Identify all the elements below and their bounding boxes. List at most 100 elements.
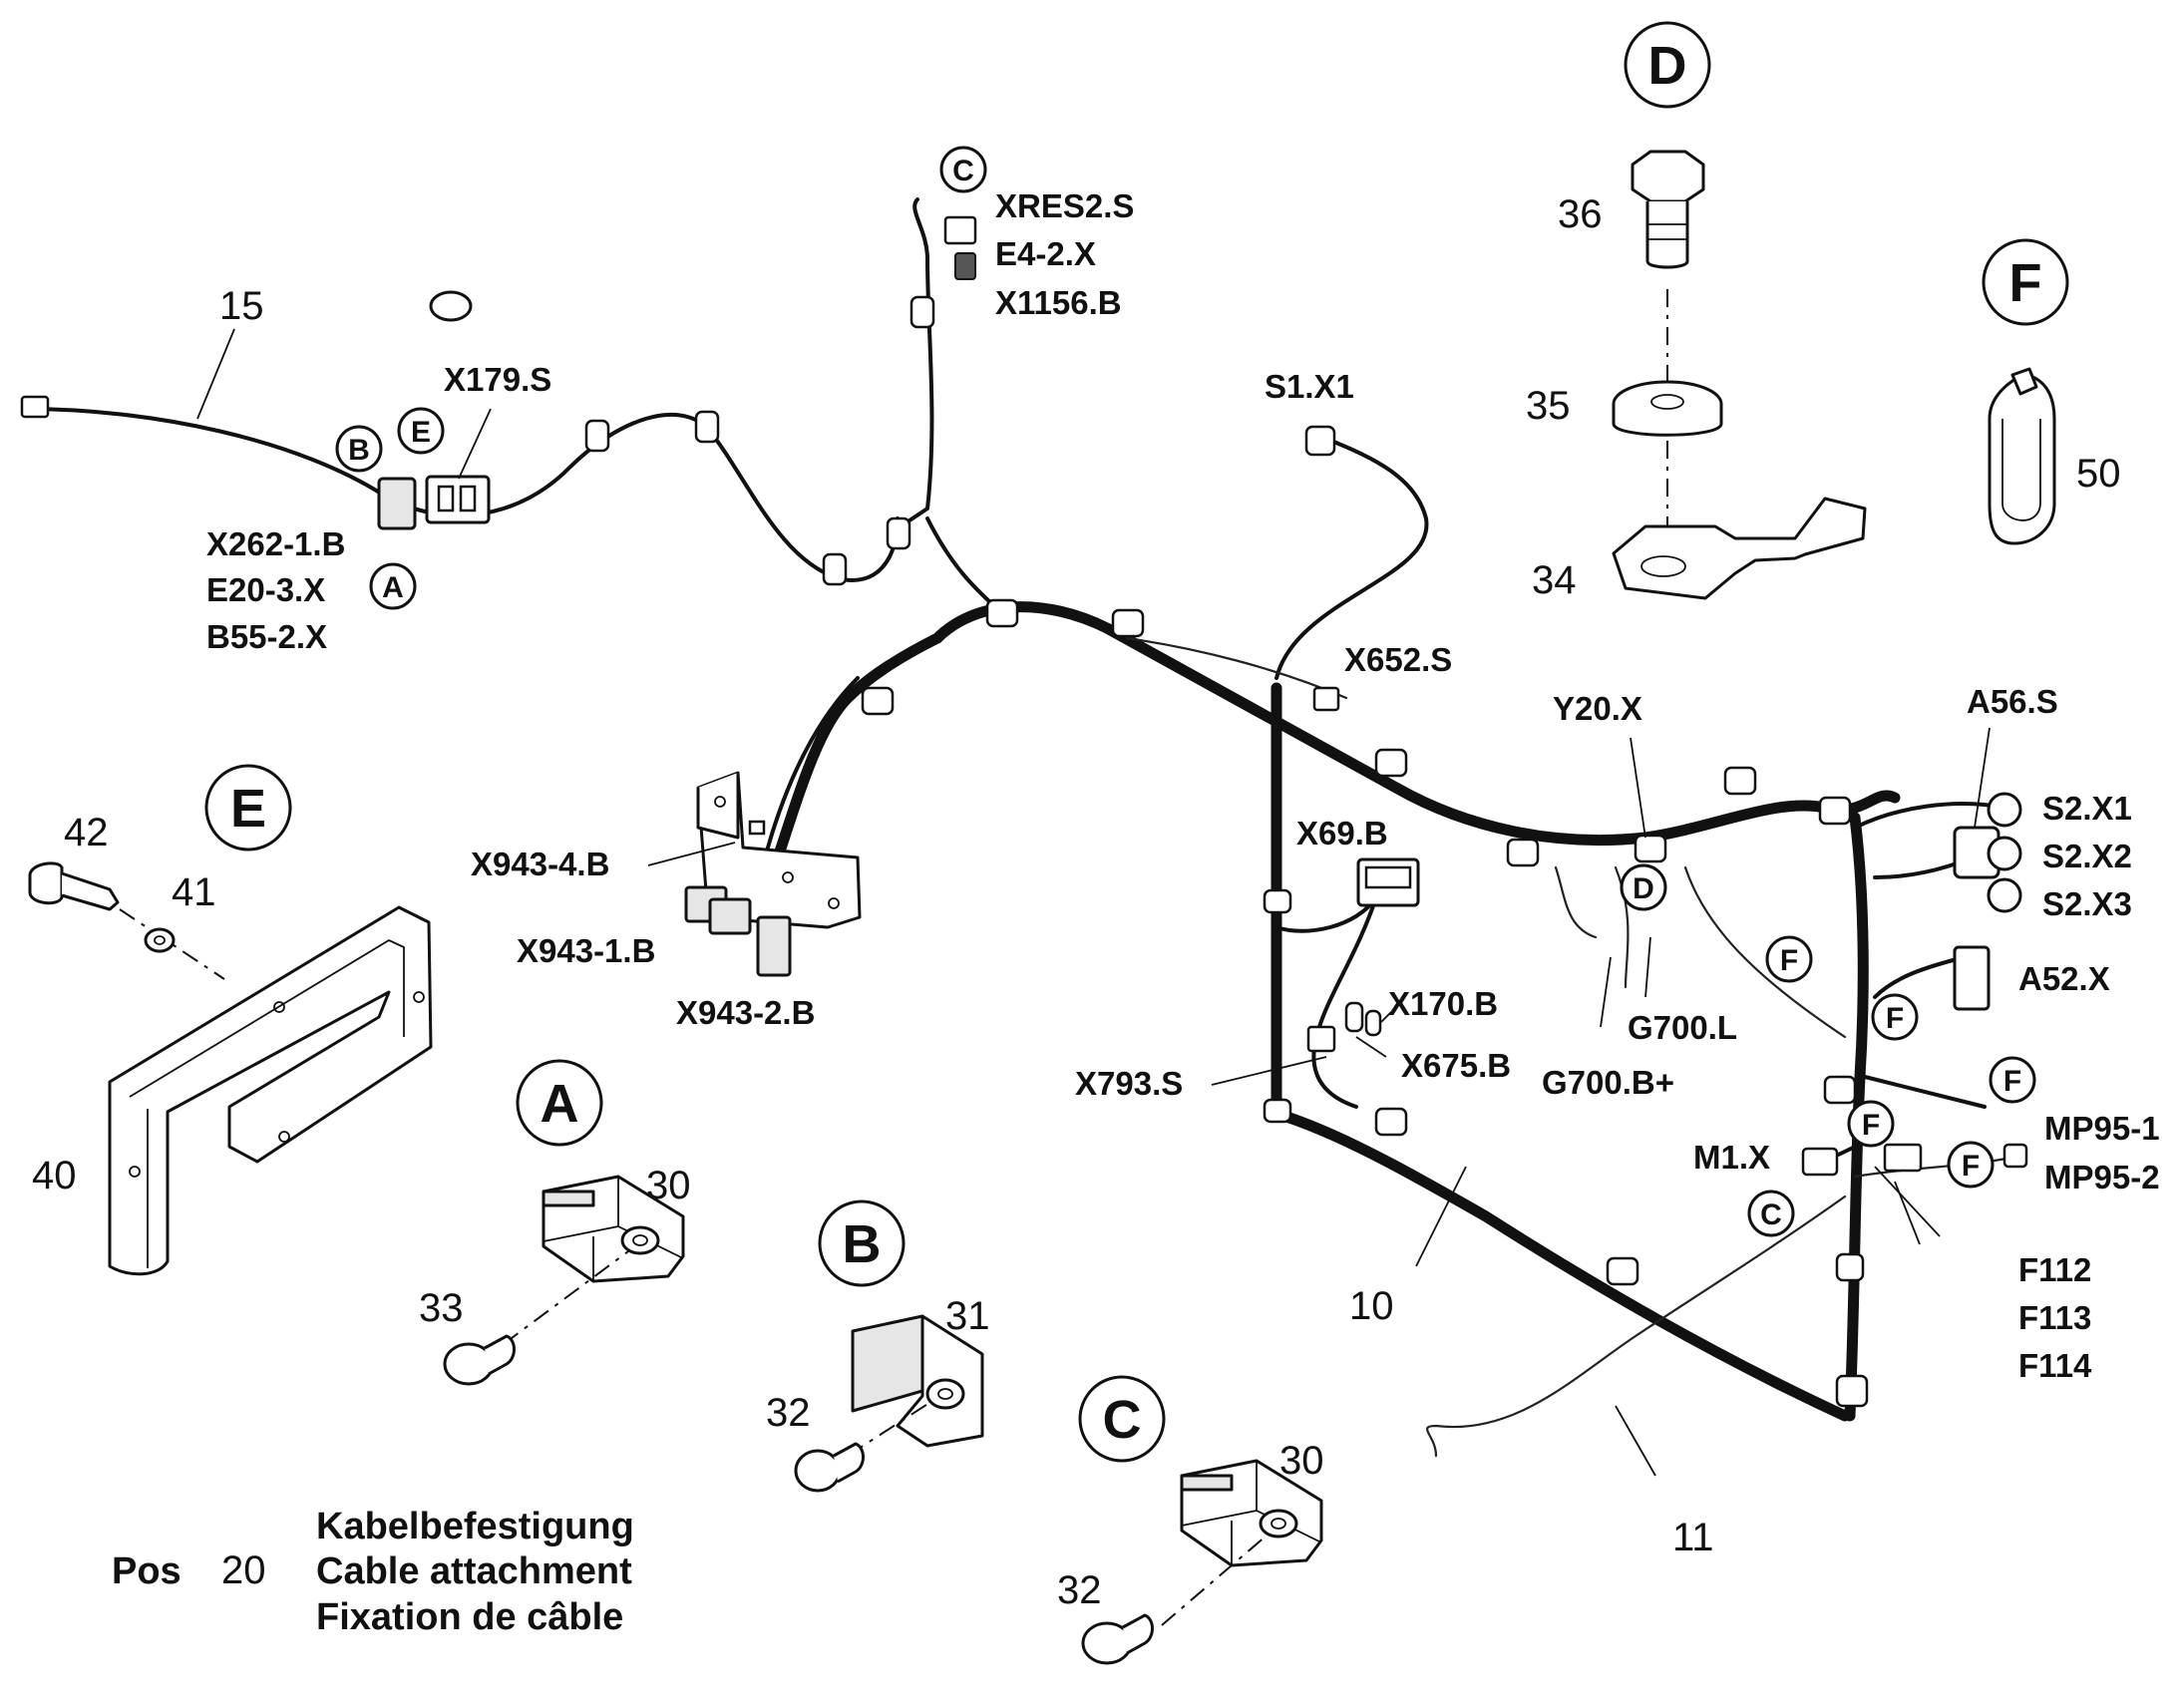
- marker-f-5: F: [1947, 1141, 1995, 1189]
- note-line-en: Cable attachment: [316, 1550, 632, 1592]
- detail-headers: D F E A B C: [204, 21, 2069, 1463]
- pos-31: 31: [945, 1294, 990, 1338]
- label-x179: X179.S: [444, 361, 551, 398]
- pos-10: 10: [1349, 1284, 1394, 1328]
- note-line-fr: Fixation de câble: [316, 1596, 623, 1638]
- svg-text:D: D: [1648, 36, 1687, 96]
- pos-32-b: 32: [766, 1391, 811, 1435]
- svg-text:F: F: [2009, 253, 2042, 313]
- svg-text:F: F: [1962, 1150, 1980, 1183]
- svg-text:A: A: [541, 1074, 579, 1134]
- connector-bodies: [20, 215, 2028, 1177]
- position-note: Pos 20 Kabelbefestigung Cable attachment…: [112, 1506, 634, 1638]
- label-x943-4: X943-4.B: [471, 846, 609, 882]
- pos-35: 35: [1526, 384, 1571, 428]
- detail-header-b: B: [818, 1199, 906, 1287]
- label-x69: X69.B: [1296, 815, 1388, 852]
- pos-33: 33: [419, 1286, 464, 1330]
- pos-30-a: 30: [646, 1164, 691, 1207]
- detail-b-parts: [794, 1314, 984, 1493]
- marker-f-4: F: [1847, 1100, 1895, 1148]
- label-x943-2: X943-2.B: [676, 994, 815, 1031]
- label-mp95-2: MP95-2: [2044, 1159, 2160, 1196]
- detail-header-c: C: [1078, 1375, 1166, 1463]
- label-mp95-1: MP95-1: [2044, 1110, 2160, 1147]
- pos-30-c: 30: [1279, 1439, 1324, 1483]
- svg-text:F: F: [1862, 1109, 1880, 1142]
- label-y20: Y20.X: [1553, 690, 1642, 727]
- svg-text:C: C: [952, 155, 974, 187]
- marker-e: E: [397, 407, 445, 455]
- label-m1x: M1.X: [1693, 1139, 1770, 1176]
- detail-a-parts: [443, 1175, 685, 1386]
- marker-c-bottom: C: [1747, 1190, 1795, 1237]
- label-s2x1: S2.X1: [2042, 790, 2132, 827]
- svg-text:B: B: [348, 434, 370, 467]
- label-xres2: XRES2.S: [995, 187, 1134, 224]
- label-x652: X652.S: [1344, 641, 1452, 678]
- label-g700l: G700.L: [1628, 1009, 1737, 1046]
- svg-text:F: F: [1780, 944, 1798, 977]
- svg-text:D: D: [1633, 872, 1654, 905]
- label-e20: E20-3.X: [206, 571, 325, 608]
- svg-text:E: E: [411, 416, 431, 449]
- main-harness: [23, 197, 2016, 1458]
- label-e4: E4-2.X: [995, 235, 1096, 272]
- marker-a: A: [369, 562, 417, 610]
- pos-34: 34: [1532, 558, 1577, 602]
- label-f112: F112: [2018, 1251, 2091, 1288]
- label-x170: X170.B: [1388, 985, 1498, 1022]
- note-pos-label: Pos: [112, 1550, 182, 1592]
- label-s2x3: S2.X3: [2042, 885, 2132, 922]
- svg-text:A: A: [382, 571, 404, 604]
- harness-clips: [584, 295, 1869, 1408]
- label-x675: X675.B: [1401, 1047, 1511, 1084]
- pos-15: 15: [219, 284, 264, 328]
- label-f113: F113: [2018, 1299, 2091, 1336]
- label-x793: X793.S: [1075, 1065, 1183, 1102]
- connector-labels: XRES2.S E4-2.X X1156.B X179.S X262-1.B E…: [206, 187, 2160, 1384]
- label-x262: X262-1.B: [206, 525, 345, 562]
- svg-text:F: F: [2003, 1065, 2021, 1098]
- label-a52: A52.X: [2018, 960, 2110, 997]
- label-x943-1: X943-1.B: [517, 932, 655, 969]
- pos-50: 50: [2076, 452, 2121, 496]
- marker-d: D: [1620, 863, 1667, 911]
- detail-f-cable-tie: [1988, 367, 2056, 545]
- svg-text:C: C: [1103, 1390, 1142, 1450]
- harness-detail-markers: C B E A D F F F: [335, 146, 2036, 1237]
- svg-text:F: F: [1886, 1002, 1904, 1035]
- leader-lines: [196, 328, 1991, 1477]
- detail-header-f: F: [1982, 238, 2069, 326]
- pos-40: 40: [32, 1154, 77, 1197]
- label-s2x2: S2.X2: [2042, 838, 2132, 874]
- position-numbers: 10 11 15 30 30 31 32 32 33 34 35 36 40 4…: [32, 192, 2121, 1612]
- note-line-de: Kabelbefestigung: [316, 1506, 634, 1547]
- label-s1x1: S1.X1: [1265, 368, 1354, 405]
- detail-header-e: E: [204, 764, 292, 852]
- pos-11: 11: [1672, 1516, 1714, 1559]
- svg-text:C: C: [1760, 1198, 1782, 1231]
- label-f114: F114: [2018, 1347, 2092, 1384]
- x943-bracket: [684, 771, 862, 977]
- marker-f-3: F: [1989, 1056, 2036, 1104]
- detail-d-parts: [1612, 150, 1867, 600]
- marker-c-top: C: [939, 146, 987, 193]
- label-x1156: X1156.B: [995, 284, 1122, 321]
- svg-text:E: E: [230, 779, 266, 839]
- label-b55: B55-2.X: [206, 618, 327, 655]
- marker-b: B: [335, 425, 383, 473]
- svg-text:B: B: [843, 1214, 882, 1274]
- detail-c-parts: [1081, 1459, 1323, 1665]
- marker-f-1: F: [1765, 935, 1813, 983]
- label-g700b: G700.B+: [1542, 1064, 1674, 1101]
- detail-e-parts: [28, 861, 433, 1276]
- detail-header-a: A: [516, 1059, 603, 1147]
- pos-32-c: 32: [1057, 1568, 1102, 1612]
- pos-36: 36: [1558, 192, 1603, 236]
- detail-header-d: D: [1624, 21, 1711, 109]
- marker-f-2: F: [1871, 993, 1919, 1041]
- label-a56: A56.S: [1967, 683, 2058, 720]
- pos-42: 42: [64, 811, 109, 854]
